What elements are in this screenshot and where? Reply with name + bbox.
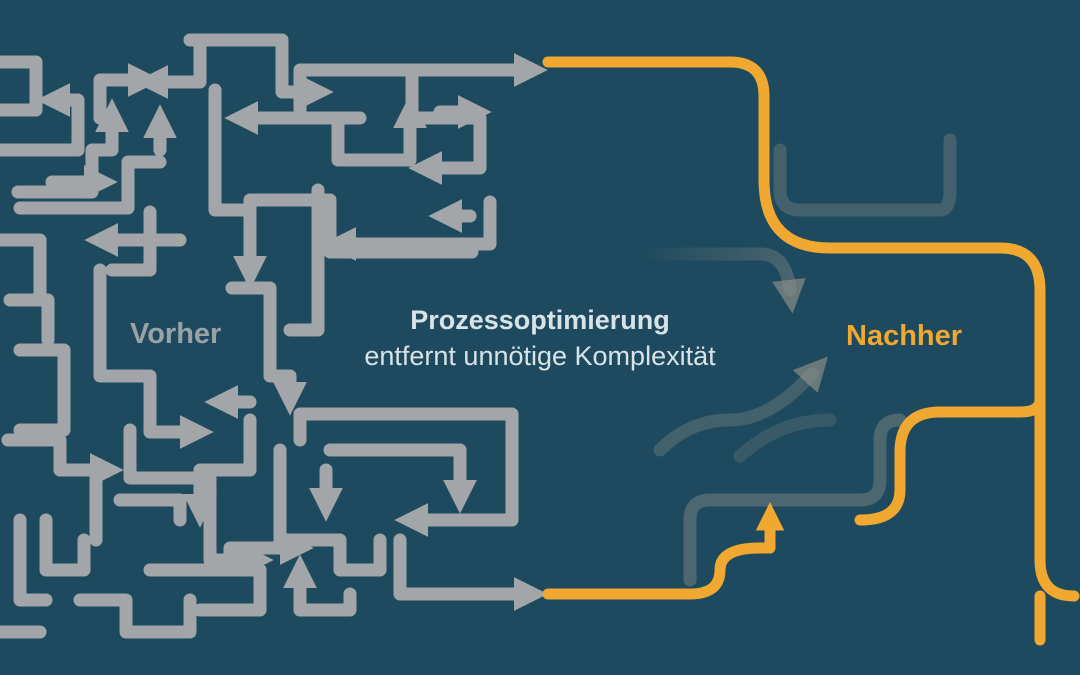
diagram-subtitle: entfernt unnötige Komplexität <box>364 341 716 371</box>
optimized-process-paths <box>542 56 1080 646</box>
before-label: Vorher <box>130 318 222 350</box>
tangled-process-maze <box>0 33 548 639</box>
after-label: Nachher <box>846 320 963 352</box>
fading-transition-arrows <box>593 133 957 587</box>
center-caption: Prozessoptimierung entfernt unnötige Kom… <box>300 302 780 374</box>
diagram-title: Prozessoptimierung <box>410 305 670 335</box>
